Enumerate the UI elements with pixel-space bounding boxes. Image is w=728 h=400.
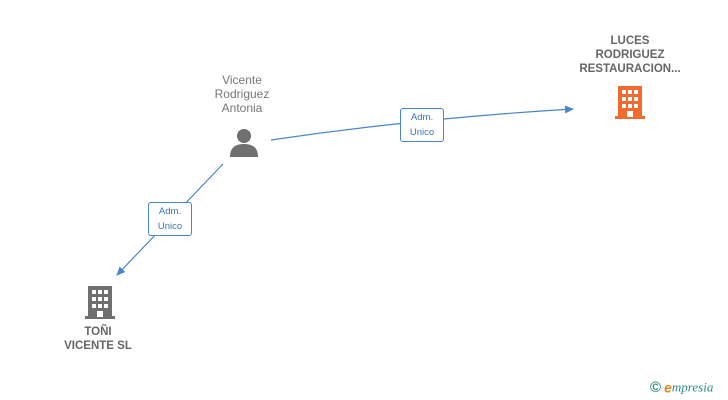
edge-label-person-to-luces: Adm. Unico <box>400 108 444 142</box>
empresia-logo: © empresia <box>650 379 713 397</box>
company-top-label[interactable]: LUCES RODRIGUEZ RESTAURACION... <box>579 35 681 75</box>
edge-label-person-to-toni: Adm. Unico <box>148 202 192 236</box>
brand-e: e <box>664 379 672 396</box>
person-label: Vicente Rodriguez Antonia <box>214 73 270 115</box>
person-icon[interactable] <box>229 127 259 157</box>
copyright-icon: © <box>650 379 662 396</box>
brand-rest: mpresia <box>671 379 714 395</box>
company-bottom-label[interactable]: TOÑI VICENTE SL <box>64 326 132 352</box>
building-icon[interactable] <box>85 285 115 319</box>
building-icon[interactable] <box>615 85 645 119</box>
